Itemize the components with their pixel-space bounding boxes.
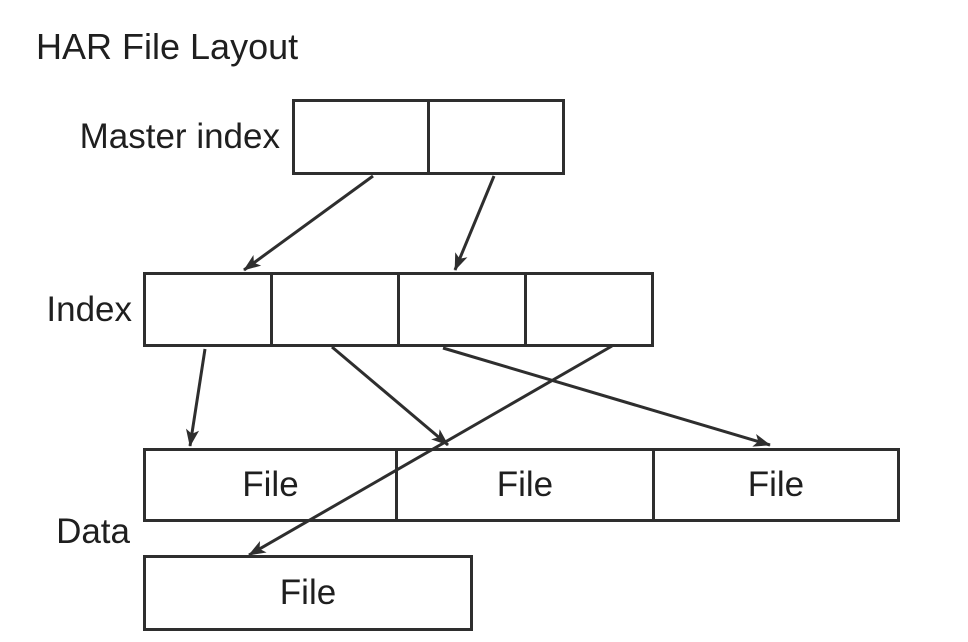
index-box bbox=[143, 272, 654, 347]
data-file-cell-2: File bbox=[394, 451, 652, 519]
master-index-cell-1 bbox=[295, 102, 427, 172]
master-index-label: Master index bbox=[79, 117, 280, 156]
standalone-file-box: File bbox=[143, 555, 473, 631]
standalone-file-label: File bbox=[279, 573, 337, 612]
index-cell-2 bbox=[270, 275, 397, 344]
master-index-cell-2 bbox=[427, 102, 562, 172]
data-file-2-label: File bbox=[496, 465, 554, 504]
data-file-cell-3: File bbox=[651, 451, 897, 519]
index-cell-4 bbox=[524, 275, 651, 344]
arrow-index-cell2-to-file2 bbox=[331, 345, 449, 447]
data-file-cell-1: File bbox=[146, 451, 395, 519]
data-file-3-label: File bbox=[747, 465, 805, 504]
index-cell-1 bbox=[146, 275, 270, 344]
diagram-title: HAR File Layout bbox=[36, 26, 299, 67]
arrow-master-cell1-to-index bbox=[243, 174, 374, 272]
data-label: Data bbox=[56, 512, 130, 551]
index-cell-3 bbox=[397, 275, 524, 344]
data-file-1-label: File bbox=[242, 465, 299, 504]
data-row-box: File File File bbox=[143, 448, 900, 522]
arrow-index-cell3-to-file3 bbox=[442, 346, 771, 447]
master-index-box bbox=[292, 99, 565, 175]
index-label: Index bbox=[46, 289, 132, 329]
standalone-file-cell: File bbox=[146, 558, 470, 628]
arrow-index-cell1-to-file1 bbox=[185, 348, 207, 447]
arrow-master-cell2-to-index bbox=[453, 175, 496, 271]
